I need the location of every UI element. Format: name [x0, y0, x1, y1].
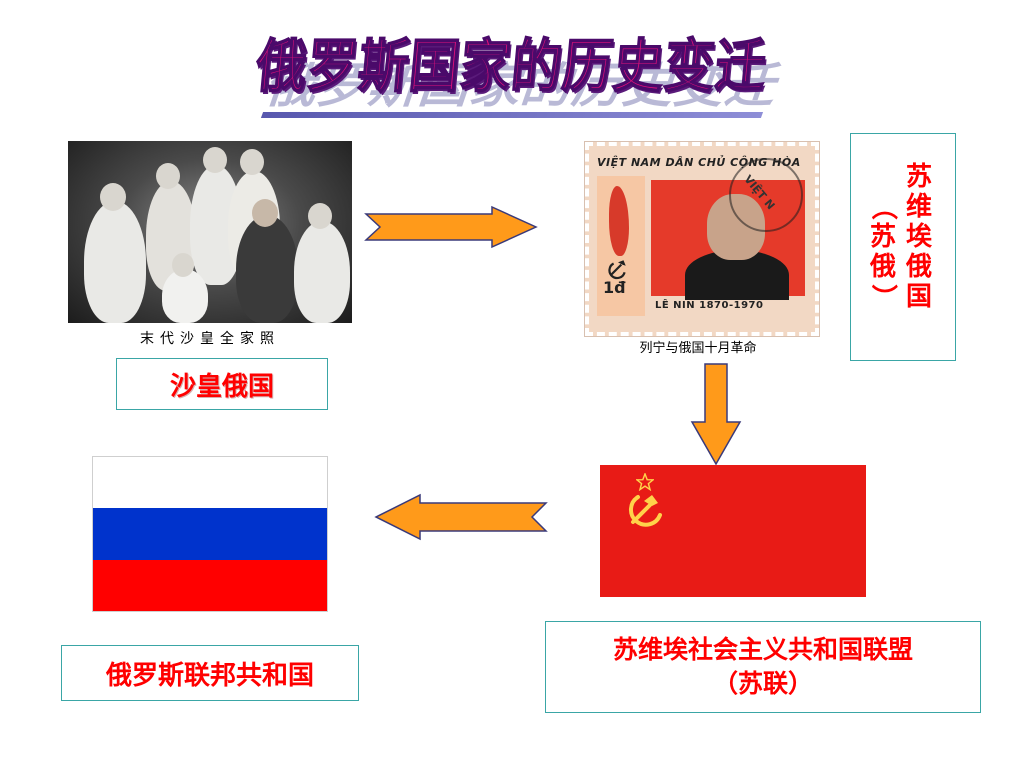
stamp-postmark [729, 158, 803, 232]
soviet-russia-label: 苏维埃俄国 [905, 162, 932, 312]
star-icon [636, 473, 654, 491]
stamp-caption: 列宁与俄国十月革命 [639, 341, 757, 356]
hammer-and-sickle-icon [628, 495, 662, 527]
soviet-russia-label-box: 苏维埃俄国 （苏俄） [850, 133, 956, 361]
title-underline [260, 112, 764, 118]
ussr-label-box: 苏维埃社会主义共和国联盟 （苏联） [545, 621, 981, 713]
tsar-family-photo [68, 141, 352, 323]
tsarist-russia-label-box: 沙皇俄国 [116, 358, 328, 410]
flag-blue-stripe [93, 508, 327, 560]
ussr-abbrev: （苏联） [712, 669, 813, 698]
flag-red-stripe [93, 559, 327, 611]
lenin-stamp: VIỆT NAM DÂN CHỦ CỘNG HÒA VIỆT N 1đ LÊ N… [585, 142, 819, 336]
arrow-right-icon [364, 205, 538, 249]
page-title-group: 俄罗斯国家的历史变迁 俄罗斯国家的历史变迁 [0, 22, 1024, 118]
flag-white-stripe [93, 457, 327, 509]
photo-caption: 末代沙皇全家照 [140, 331, 280, 347]
vietnam-map-icon [609, 186, 629, 256]
stamp-bottom-text: LÊ NIN 1870-1970 [655, 300, 764, 311]
russian-federation-label: 俄罗斯联邦共和国 [105, 660, 314, 691]
stamp-hammer-sickle-icon [608, 260, 626, 280]
tsarist-russia-label: 沙皇俄国 [169, 371, 274, 402]
ussr-label: 苏维埃社会主义共和国联盟 [612, 635, 913, 664]
stamp-country-text: VIỆT NAM DÂN CHỦ CỘNG HÒA [597, 156, 801, 169]
page-title: 俄罗斯国家的历史变迁 [253, 32, 771, 100]
arrow-down-icon [690, 363, 742, 466]
stamp-value: 1đ [603, 278, 626, 297]
arrow-left-icon [374, 493, 548, 541]
russian-federation-flag [93, 457, 327, 611]
russian-federation-label-box: 俄罗斯联邦共和国 [61, 645, 359, 701]
ussr-flag [600, 465, 866, 597]
soviet-russia-abbrev: （苏俄） [868, 193, 898, 310]
